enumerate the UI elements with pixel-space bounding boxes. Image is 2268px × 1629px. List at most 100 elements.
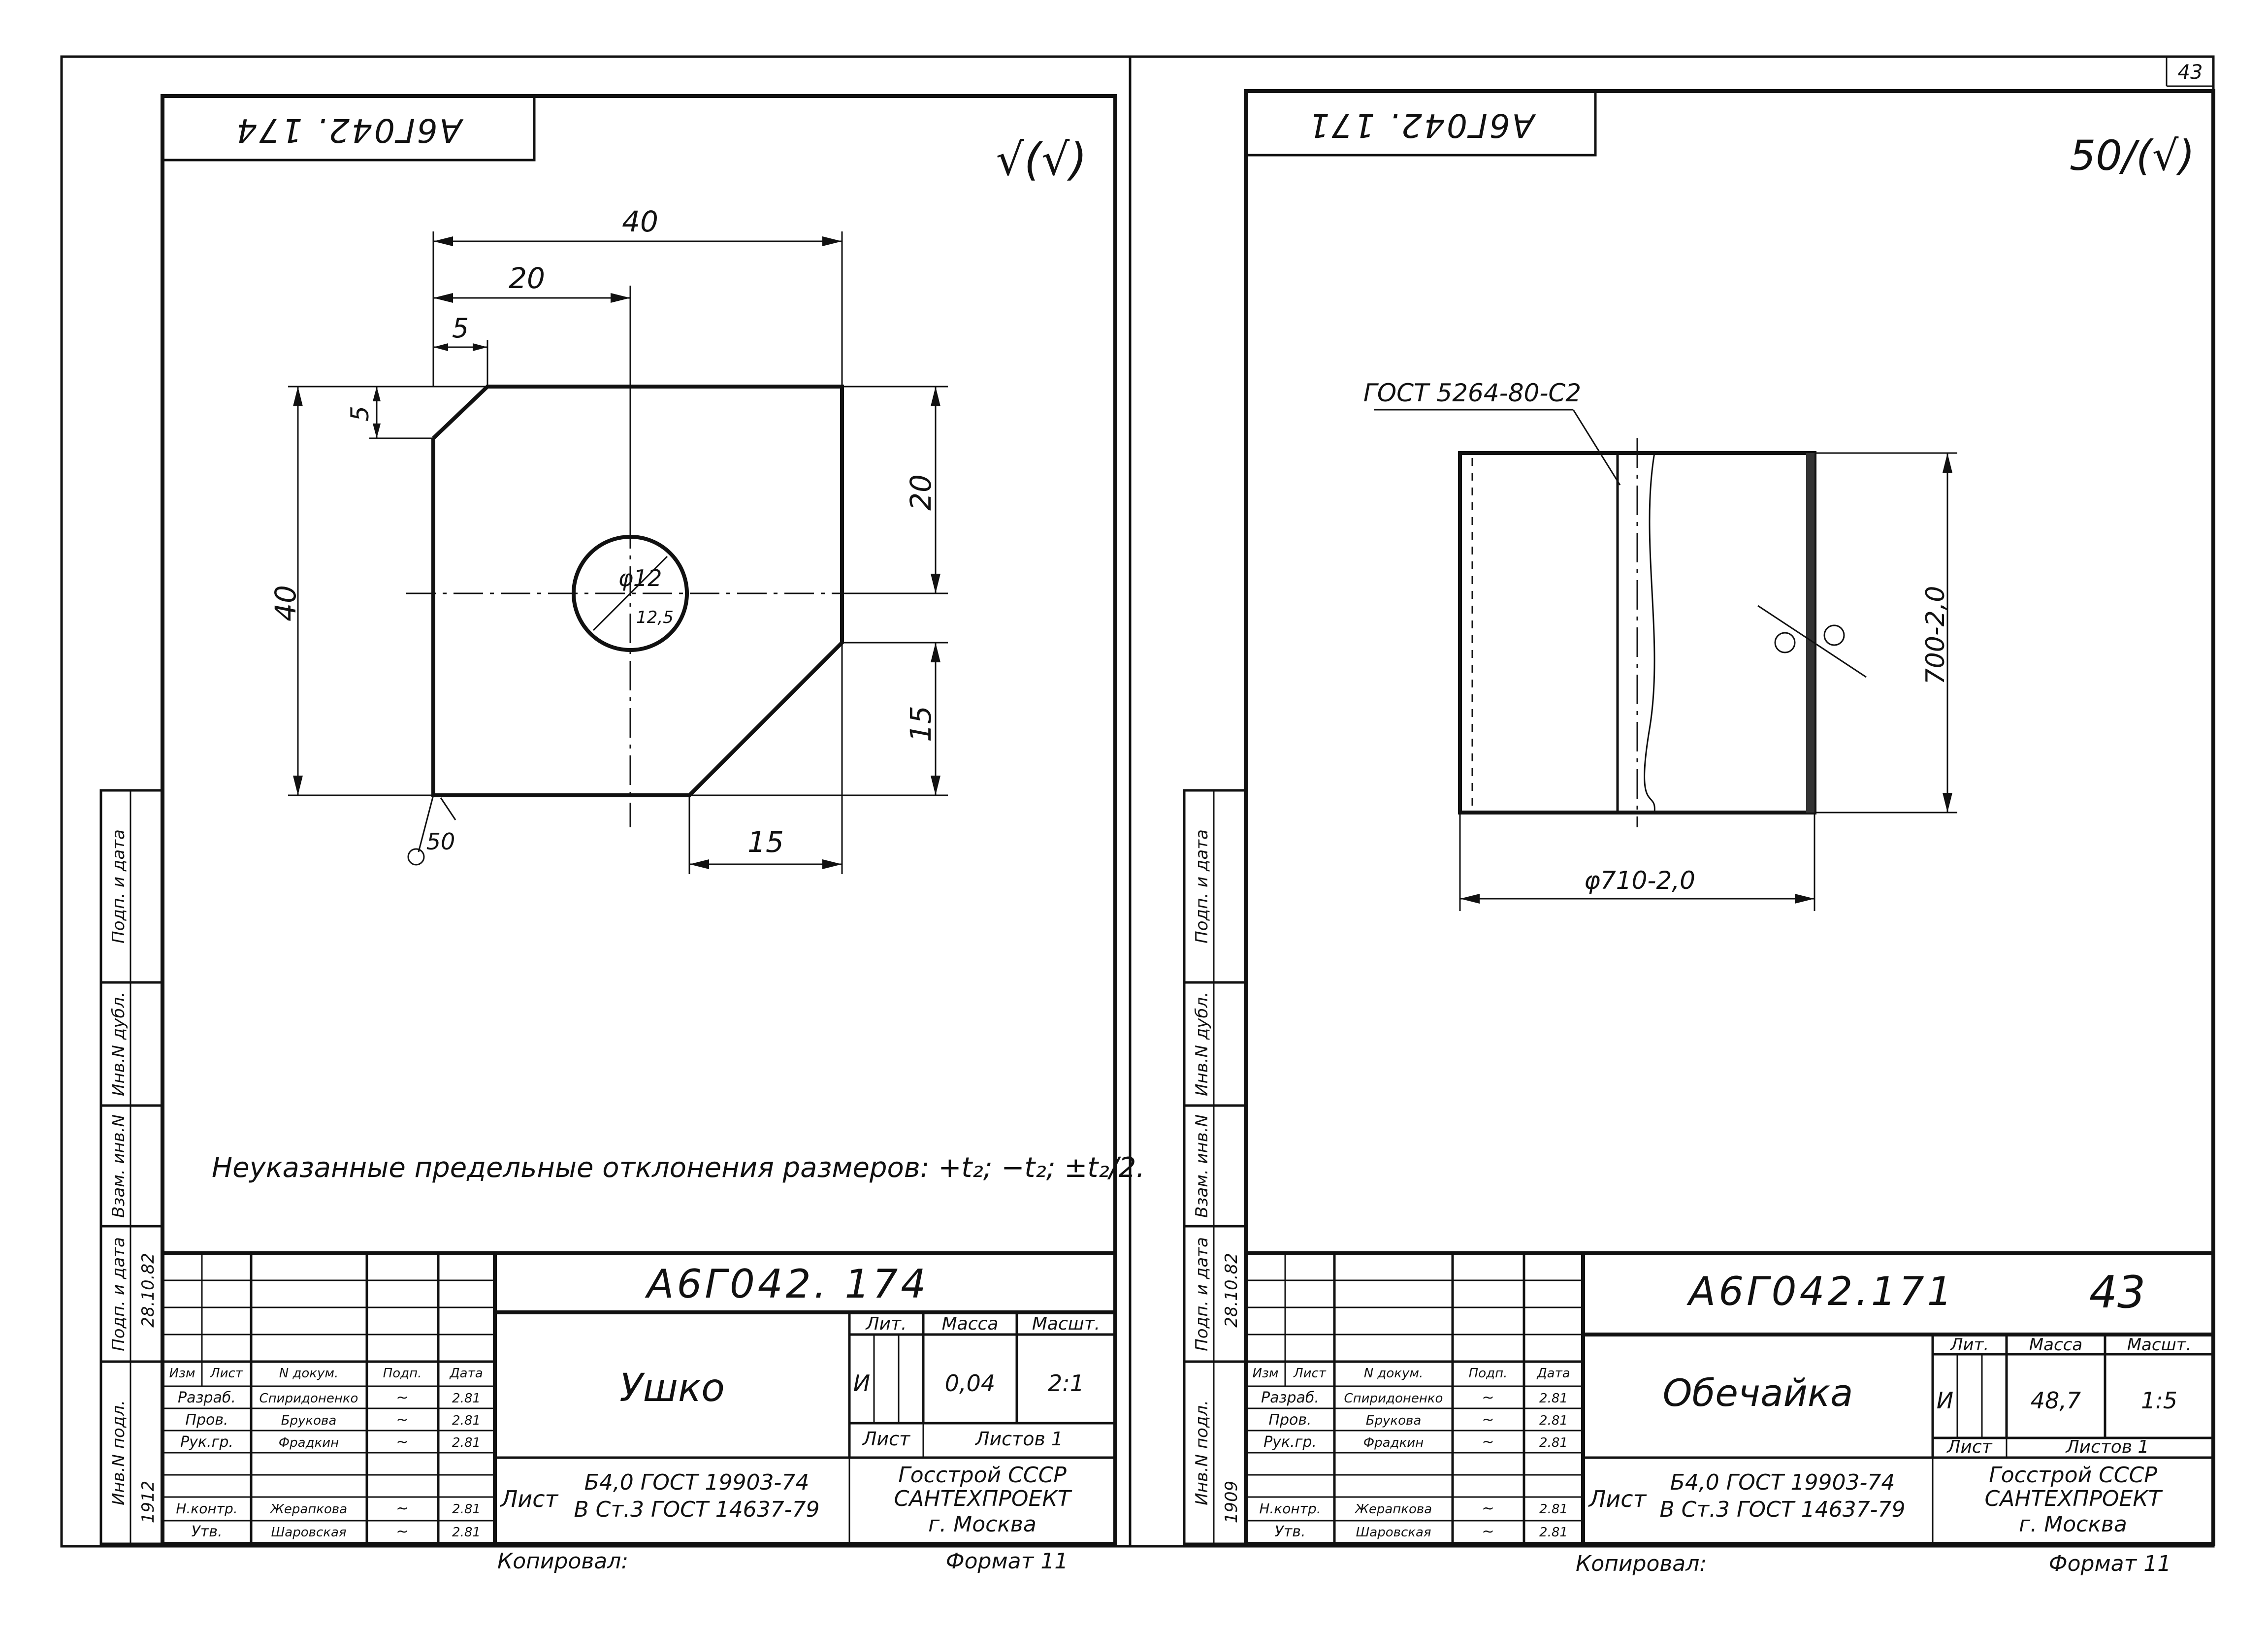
right-tb-sheet-label: Лист: [1946, 1437, 1992, 1457]
left-tb-sign: ~: [396, 1411, 408, 1429]
left-dim-5-left: 5: [346, 406, 374, 422]
left-side-date: 28.10.82: [138, 1253, 158, 1327]
right-tb-name: Обечайка: [1663, 1371, 1853, 1415]
left-tb-date: 2.81: [452, 1502, 481, 1517]
left-tb-role: Утв.: [192, 1523, 223, 1540]
left-tb-sign: ~: [396, 1523, 408, 1540]
left-tb-material-1: Б4,0 ГОСТ 19903-74: [584, 1470, 810, 1495]
right-tb-person: Спиридоненко: [1344, 1391, 1443, 1406]
right-tb-org-3: г. Москва: [2019, 1512, 2127, 1537]
left-tb-date: 2.81: [452, 1413, 481, 1428]
left-tb-person: Брукова: [281, 1413, 337, 1428]
right-section-mark: [1757, 605, 1867, 678]
right-shell-outline: [1458, 438, 1816, 827]
left-dim-40-top: 40: [622, 205, 658, 238]
left-tb-person: Шаровская: [271, 1525, 346, 1540]
left-tb-sheet-label: Лист: [862, 1428, 911, 1450]
right-stamp-box: [1244, 90, 1597, 157]
left-dim-top: [432, 231, 843, 537]
left-side-label: Подп. и дата: [109, 829, 129, 944]
right-tb-sign: ~: [1482, 1500, 1494, 1517]
left-side-number: 1912: [138, 1481, 158, 1524]
right-diameter-dim: φ710-2,0: [1584, 866, 1695, 895]
left-tb-sign: ~: [396, 1434, 408, 1451]
right-tb-col-headers: Изм Лист N докум. Подп. Дата: [1253, 1366, 1570, 1381]
right-tb-sign: ~: [1482, 1523, 1494, 1540]
right-tb-date: 2.81: [1539, 1391, 1568, 1406]
left-copied-label: Копировал:: [497, 1549, 628, 1574]
left-tb-sheets-label: Листов 1: [974, 1428, 1063, 1450]
left-tb-date: 2.81: [452, 1391, 481, 1406]
left-tb-mass-header: Масса: [942, 1314, 999, 1334]
left-dim-15-right: 15: [904, 706, 938, 742]
left-tb-org-1: Госстрой СССР: [898, 1463, 1067, 1488]
right-tb-date: 2.81: [1539, 1525, 1568, 1540]
right-tb-sign: ~: [1482, 1411, 1494, 1429]
right-tb-col-header: Подп.: [1469, 1366, 1508, 1381]
left-tb-person: Жерапкова: [269, 1502, 347, 1517]
right-tb-mass-value: 48,7: [2031, 1387, 2081, 1414]
right-format-label: Формат 11: [2049, 1551, 2171, 1576]
left-side-strip: [99, 789, 164, 1545]
left-tb-sign: ~: [396, 1500, 408, 1517]
right-tb-date: 2.81: [1539, 1413, 1568, 1428]
right-side-label: Подп. и дата: [1192, 1237, 1212, 1351]
right-tb-lit-header: Лит.: [1949, 1335, 1989, 1355]
left-tb-col-header: Лист: [210, 1366, 243, 1381]
left-dim-15-bottom: 15: [747, 825, 784, 859]
right-tb-role: Утв.: [1275, 1523, 1306, 1540]
right-tb-person: Брукова: [1366, 1413, 1422, 1428]
left-tb-org-3: г. Москва: [928, 1512, 1037, 1537]
left-tb-mass-value: 0,04: [945, 1370, 995, 1397]
right-tb-material-2: В Ст.3 ГОСТ 14637-79: [1659, 1497, 1905, 1522]
right-tb-col-header: Дата: [1536, 1366, 1570, 1381]
left-tb-role: Пров.: [185, 1411, 228, 1429]
right-tb-lit-value: И: [1937, 1387, 1953, 1414]
left-surface-mark: [407, 795, 456, 866]
right-tb-person: Фрадкин: [1363, 1435, 1424, 1450]
right-dim-height: [1814, 452, 1957, 814]
right-tb-date: 2.81: [1539, 1502, 1568, 1517]
left-tb-col-header: Дата: [449, 1366, 483, 1381]
left-tb-role: Разраб.: [178, 1389, 236, 1406]
right-side-label: Взам. инв.N: [1192, 1114, 1212, 1218]
left-side-label: Инв.N дубл.: [109, 992, 129, 1096]
right-tb-sheets-label: Листов 1: [2065, 1437, 2149, 1457]
left-dim-20-top: 20: [509, 261, 545, 295]
right-tb-material-prefix: Лист: [1588, 1486, 1647, 1512]
left-tb-role: Н.контр.: [176, 1500, 237, 1517]
right-tb-col-header: N докум.: [1364, 1366, 1424, 1381]
left-dim-40-left: 40: [269, 585, 302, 621]
right-weld-label: ГОСТ 5264-80-С2: [1363, 379, 1581, 407]
left-side-strip-labels: Подп. и дата Инв.N дубл. Взам. инв.N Под…: [109, 829, 158, 1523]
left-stamp-box: [161, 95, 536, 162]
right-side-number: 1909: [1222, 1481, 1241, 1524]
outer-frame: [60, 55, 2215, 1548]
left-tb-lit-header: Лит.: [865, 1314, 907, 1334]
left-tb-person: Спиридоненко: [259, 1391, 358, 1406]
left-tb-material-prefix: Лист: [500, 1486, 559, 1512]
left-tb-col-headers: Изм Лист N докум. Подп. Дата: [169, 1366, 483, 1381]
right-side-date: 28.10.82: [1222, 1253, 1241, 1327]
right-tb-role: Разраб.: [1261, 1389, 1319, 1406]
page-number: 43: [2178, 61, 2203, 84]
left-tb-col-header: N докум.: [279, 1366, 339, 1381]
right-dim-diameter: [1459, 813, 1815, 911]
right-copied-label: Копировал:: [1576, 1551, 1707, 1576]
right-tb-col-header: Изм: [1253, 1366, 1279, 1381]
right-tb-role: Пров.: [1268, 1411, 1311, 1429]
left-stamp-text: A6Г042. 174: [234, 111, 464, 149]
right-height-dim: 700-2,0: [1921, 586, 1950, 685]
right-side-label: Инв.N подл.: [1192, 1400, 1212, 1505]
left-dim-bottom: [688, 643, 843, 874]
left-tolerance-note: Неуказанные предельные отклонения размер…: [212, 1152, 1145, 1184]
left-tb-col-header: Изм: [169, 1366, 195, 1381]
right-weld-seam: [1806, 453, 1814, 813]
left-tb-sign: ~: [396, 1389, 408, 1406]
right-tb-code: A6Г042.171: [1686, 1269, 1955, 1314]
left-roughness-mark: √(√): [996, 134, 1087, 186]
right-roughness-mark: 50/(√): [2070, 131, 2195, 180]
right-tb-material-1: Б4,0 ГОСТ 19903-74: [1670, 1470, 1895, 1495]
right-sheet: A6Г042. 171 50/(√) ГОСТ 5264-80-С2: [1183, 89, 2215, 1576]
